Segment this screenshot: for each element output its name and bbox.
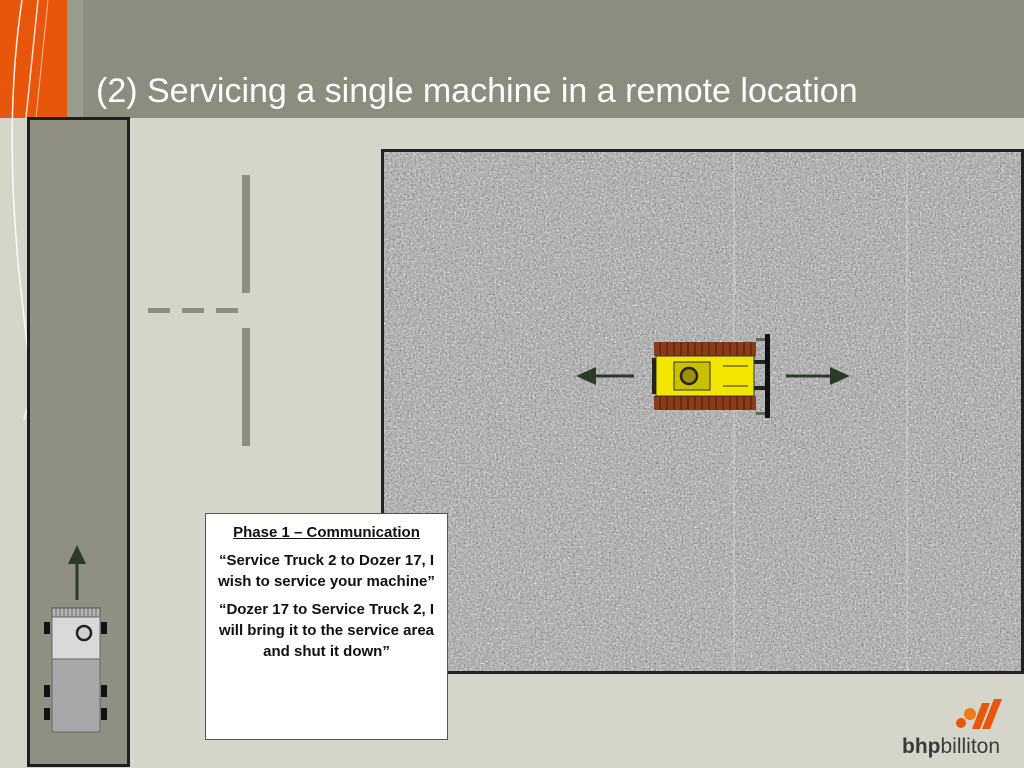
dozer-group: [576, 334, 850, 418]
bhp-logo-text: bhpbilliton: [902, 735, 1000, 759]
logo-brand-light: billiton: [940, 735, 1001, 758]
dozer-icon: [652, 334, 770, 418]
gravel-surface: [384, 152, 1021, 671]
communication-callout: Phase 1 – Communication “Service Truck 2…: [205, 513, 448, 740]
service-truck-group: [44, 545, 107, 733]
callout-message-truck: “Service Truck 2 to Dozer 17, I wish to …: [218, 552, 435, 590]
arrow-left-icon: [576, 367, 634, 385]
header-bar: [0, 0, 1024, 118]
arrow-right-icon: [786, 367, 850, 385]
callout-message-dozer: “Dozer 17 to Service Truck 2, I will bri…: [218, 601, 435, 660]
callout-heading: Phase 1 – Communication: [233, 524, 420, 541]
service-truck-icon: [44, 607, 107, 733]
arrow-up-icon: [68, 545, 86, 600]
slide-title: (2) Servicing a single machine in a remo…: [96, 72, 858, 110]
work-area: [381, 149, 1024, 674]
bhp-logo-mark: [956, 699, 1002, 729]
accent-block: [0, 0, 67, 118]
header-strip: [67, 0, 83, 118]
road-markings: [148, 175, 250, 446]
logo-brand-bold: bhp: [902, 735, 941, 758]
